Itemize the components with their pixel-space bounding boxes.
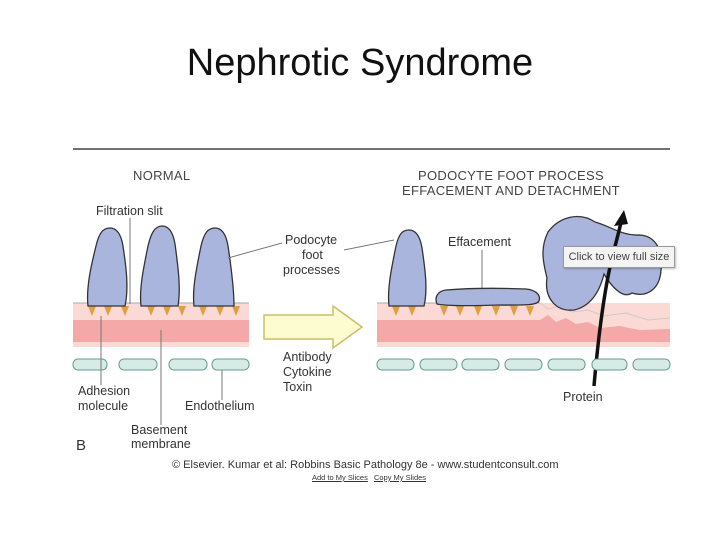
endothelium-cells-right — [376, 358, 671, 371]
label-effacement: Effacement — [448, 235, 512, 249]
heading-normal: NORMAL — [133, 168, 190, 183]
label-toxin: Toxin — [283, 380, 312, 394]
effacement-panel: Effacement Protein — [376, 210, 671, 404]
normal-panel: Filtration slit Adhesion molecule Endoth… — [72, 204, 483, 454]
label-filtration-slit: Filtration slit — [96, 204, 163, 218]
damaged-membrane — [377, 315, 670, 342]
protein-arrowhead — [614, 210, 628, 226]
adhesion-molecules — [88, 306, 240, 316]
label-protein: Protein — [563, 390, 603, 404]
figure-copyright: © Elsevier. Kumar et al: Robbins Basic P… — [172, 459, 559, 471]
label-antibody: Antibody — [283, 350, 332, 364]
copy-my-slides-link[interactable]: Copy My Slides — [373, 473, 427, 482]
heading-effacement-1: PODOCYTE FOOT PROCESS — [418, 168, 604, 183]
label-adhesion-2: molecule — [78, 399, 128, 413]
label-basement-2: membrane — [131, 437, 191, 451]
podocyte-leader-right — [343, 239, 395, 251]
effaced-podocytes — [387, 229, 541, 307]
adhesion-molecules-right — [392, 306, 534, 316]
endothelium-cells — [72, 358, 250, 371]
label-adhesion-1: Adhesion — [78, 384, 130, 398]
podocyte-leader-left — [227, 242, 283, 259]
podocyte-foot-processes — [86, 225, 235, 307]
label-panel-letter: B — [76, 437, 86, 454]
slide-title: Nephrotic Syndrome — [186, 42, 534, 84]
add-to-my-slices-link[interactable]: Add to My Slices — [312, 473, 368, 482]
label-cytokine: Cytokine — [283, 365, 332, 379]
label-podocyte-1: Podocyte — [285, 233, 337, 247]
view-full-size-tooltip[interactable]: Click to view full size — [563, 246, 675, 268]
slide-links: Add to My Slices Copy My Slides — [312, 473, 430, 482]
label-endothelium: Endothelium — [185, 399, 255, 413]
heading-effacement-2: EFFACEMENT AND DETACHMENT — [402, 183, 620, 198]
label-basement-1: Basement — [131, 423, 188, 437]
transition-arrow — [263, 304, 364, 350]
label-podocyte-2: foot — [302, 248, 323, 262]
label-podocyte-3: processes — [283, 263, 340, 277]
